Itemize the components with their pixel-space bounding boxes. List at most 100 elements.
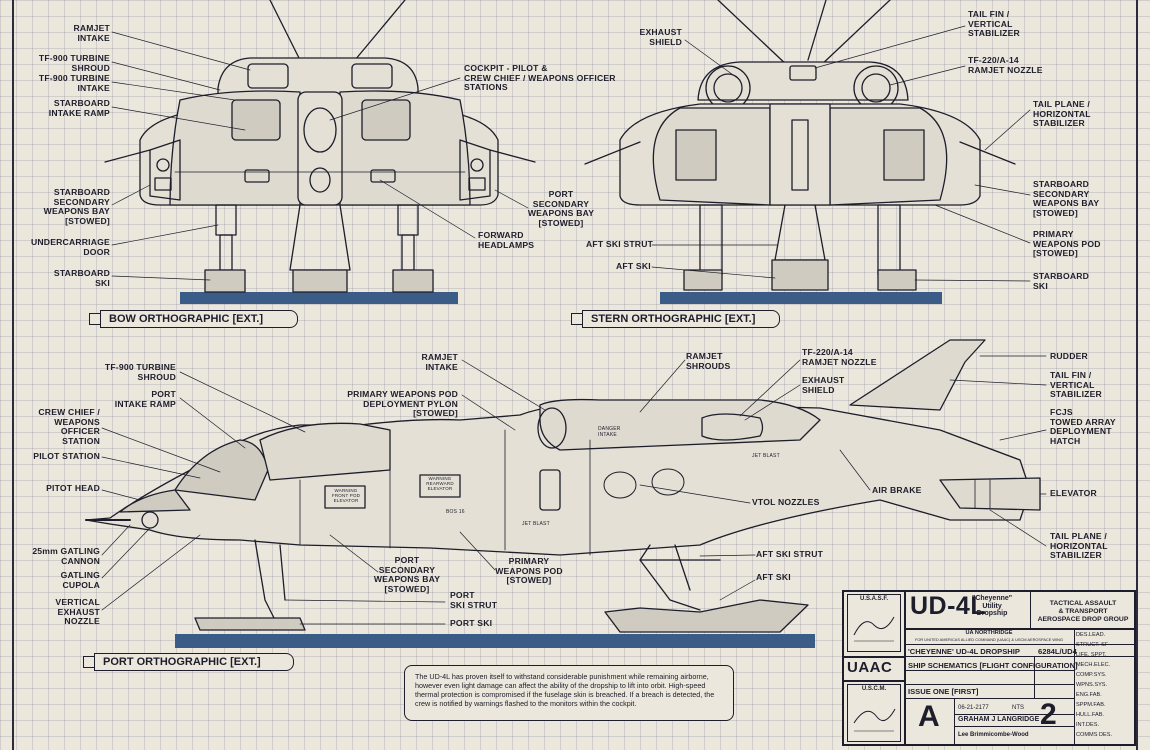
label-port-fcjs: FCJS TOWED ARRAY DEPLOYMENT HATCH <box>1050 407 1116 446</box>
label-bow-port-secondary-bay: PORT SECONDARY WEAPONS BAY [STOWED] <box>527 189 595 228</box>
label-port-vertical-exhaust: VERTICAL EXHAUST NOZZLE <box>55 597 100 627</box>
uscm-seal: U.S.C.M. <box>847 684 901 742</box>
view-title-bow-text: BOW ORTHOGRAPHIC [EXT.] <box>109 313 263 325</box>
view-title-marker <box>89 313 101 325</box>
label-port-pilot-station: PILOT STATION <box>33 451 100 461</box>
label-bow-turbine-intake: TF-900 TURBINE INTAKE <box>38 73 110 93</box>
view-title-marker <box>571 313 583 325</box>
label-stern-exhaust-shield: EXHAUST SHIELD <box>639 27 682 47</box>
view-title-bow: BOW ORTHOGRAPHIC [EXT.] <box>89 310 298 328</box>
dept-item: COMP.SYS. <box>1076 672 1107 678</box>
label-port-secondary-bay: PORT SECONDARY WEAPONS BAY [STOWED] <box>373 555 441 594</box>
model-number: UD-4L <box>910 592 987 620</box>
view-title-port-text: PORT ORTHOGRAPHIC [EXT.] <box>103 656 261 668</box>
label-port-gatling-cupola: GATLING CUPOLA <box>60 570 100 590</box>
port-view-drawing <box>85 339 1041 648</box>
label-port-ski-strut: PORT SKI STRUT <box>450 590 498 610</box>
credit: Lee Brimmicombe-Wood <box>958 732 1029 738</box>
dept-item: INT.DES. <box>1076 722 1099 728</box>
dept-item: WPNS.SYS. <box>1076 682 1108 688</box>
label-port-turbine-shroud: TF-900 TURBINE SHROUD <box>104 362 176 382</box>
marking-warning-rear: WARNING REARWARD ELEVATOR <box>426 476 454 491</box>
label-port-elevator: ELEVATOR <box>1050 488 1097 498</box>
usasf-seal-text: U.S.A.S.F. <box>859 596 888 602</box>
dept-item: MECH.ELEC. <box>1076 662 1111 668</box>
view-title-marker <box>83 656 95 668</box>
label-port-aft-ski: AFT SKI <box>756 572 791 582</box>
uscm-emblem-icon <box>853 708 896 732</box>
label-bow-starboard-secondary-bay: STARBOARD SECONDARY WEAPONS BAY [STOWED] <box>43 187 110 226</box>
label-port-ramjet-shrouds: RAMJET SHROUDS <box>686 351 731 371</box>
label-stern-aft-ski: AFT SKI <box>616 261 651 271</box>
label-port-tail-fin: TAIL FIN / VERTICAL STABILIZER <box>1050 370 1102 400</box>
dept-item: DES.LEAD. <box>1076 632 1106 638</box>
label-stern-ramjet-nozzle: TF-220/A-14 RAMJET NOZZLE <box>968 55 1043 75</box>
uaac-mark: UAAC <box>847 659 893 676</box>
marking-jet-blast-2: JET BLAST <box>752 453 780 459</box>
dept-item: ENG.FAB. <box>1076 692 1102 698</box>
label-bow-cockpit: COCKPIT - PILOT & CREW CHIEF / WEAPONS O… <box>464 63 616 93</box>
label-stern-tail-plane: TAIL PLANE / HORIZONTAL STABILIZER <box>1033 99 1091 129</box>
drop-group: TACTICAL ASSAULT & TRANSPORT AEROSPACE D… <box>1037 600 1129 623</box>
usasf-emblem-icon <box>853 616 895 642</box>
marking-warning-front: WARNING FRONT POD ELEVATOR <box>331 488 361 503</box>
stern-view-drawing <box>584 0 1016 304</box>
label-port-crew-chief: CREW CHIEF / WEAPONS OFFICER STATION <box>38 407 100 446</box>
sheet-description: SHIP SCHEMATICS [FLIGHT CONFIGURATION] <box>908 661 1078 670</box>
label-port-intake-ramp: PORT INTAKE RAMP <box>114 389 176 409</box>
model-nickname: "Cheyenne" Utility Dropship <box>972 595 1013 617</box>
label-bow-undercarriage-door: UNDERCARRIAGE DOOR <box>31 237 110 257</box>
view-title-stern-text: STERN ORTHOGRAPHIC [EXT.] <box>591 313 756 325</box>
dept-item: LIFE. SPPT. <box>1076 652 1107 658</box>
marking-serial: BOS 16 <box>446 509 465 515</box>
label-bow-headlamps: FORWARD HEADLAMPS <box>478 230 535 250</box>
author: GRAHAM J LANGRIDGE <box>958 716 1040 723</box>
label-stern-starboard-ski: STARBOARD SKI <box>1033 271 1090 291</box>
sheet-border-left <box>12 0 14 750</box>
dept-item: COMMS DES. <box>1076 732 1113 738</box>
label-port-air-brake: AIR BRAKE <box>872 485 922 495</box>
label-stern-primary-pod: PRIMARY WEAPONS POD [STOWED] <box>1033 229 1101 259</box>
uscm-seal-text: U.S.C.M. <box>861 686 887 692</box>
label-bow-intake-ramp: STARBOARD INTAKE RAMP <box>48 98 110 118</box>
leader-lines <box>101 25 1047 625</box>
label-port-vtol-nozzles: VTOL NOZZLES <box>752 497 820 507</box>
label-port-ski: PORT SKI <box>450 618 493 628</box>
marking-jet-blast-1: JET BLAST <box>522 521 550 527</box>
label-port-primary-pod: PRIMARY WEAPONS POD [STOWED] <box>495 556 563 586</box>
issue: ISSUE ONE [FIRST] <box>908 687 979 696</box>
label-stern-tail-fin: TAIL FIN / VERTICAL STABILIZER <box>968 9 1020 39</box>
scale: NTS <box>1012 705 1024 711</box>
description-caption: The UD-4L has proven itself to withstand… <box>404 665 734 721</box>
bow-view-drawing <box>104 0 536 304</box>
marking-danger-intake: DANGER INTAKE <box>598 426 621 438</box>
label-port-pitot-head: PITOT HEAD <box>46 483 100 493</box>
sheet-number: 2 <box>1040 698 1057 731</box>
manufacturer-sub: FOR UNITED AMERICAS ALLIED COMMAND (UAAC… <box>914 637 1063 642</box>
label-port-gatling-cannon: 25mm GATLING CANNON <box>32 546 100 566</box>
view-title-stern: STERN ORTHOGRAPHIC [EXT.] <box>571 310 780 328</box>
manufacturer: UA NORTHRIDGE <box>965 630 1013 636</box>
dept-item: SPPM.FAB. <box>1076 702 1106 708</box>
label-port-pod-pylon: PRIMARY WEAPONS POD DEPLOYMENT PYLON [ST… <box>347 389 458 419</box>
label-bow-turbine-shroud: TF-900 TURBINE SHROUD <box>38 53 110 73</box>
ship-code: 6284L/UD4 <box>1038 647 1077 656</box>
title-block: U.S.A.S.F. UAAC U.S.C.M. UD-4L "Cheyenne… <box>842 590 1136 746</box>
revision-letter: A <box>918 700 940 733</box>
view-title-port: PORT ORTHOGRAPHIC [EXT.] <box>83 653 294 671</box>
dept-item: STRUCT. SF <box>1076 642 1109 648</box>
label-bow-starboard-ski: STARBOARD SKI <box>53 268 110 288</box>
label-stern-starboard-secondary-bay: STARBOARD SECONDARY WEAPONS BAY [STOWED] <box>1033 179 1100 218</box>
label-port-ramjet-intake: RAMJET INTAKE <box>421 352 458 372</box>
label-port-tail-plane: TAIL PLANE / HORIZONTAL STABILIZER <box>1050 531 1108 561</box>
dept-item: HULL.FAB. <box>1076 712 1104 718</box>
label-stern-aft-ski-strut: AFT SKI STRUT <box>586 239 654 249</box>
label-port-ramjet-nozzle: TF-220/A-14 RAMJET NOZZLE <box>802 347 877 367</box>
usasf-seal: U.S.A.S.F. <box>847 594 901 652</box>
ship-name: 'CHEYENNE' UD-4L DROPSHIP <box>908 647 1020 656</box>
label-port-exhaust-shield: EXHAUST SHIELD <box>802 375 845 395</box>
issue-date: 06-21-2177 <box>958 705 989 711</box>
sheet-border-right <box>1136 0 1138 750</box>
label-port-rudder: RUDDER <box>1050 351 1088 361</box>
